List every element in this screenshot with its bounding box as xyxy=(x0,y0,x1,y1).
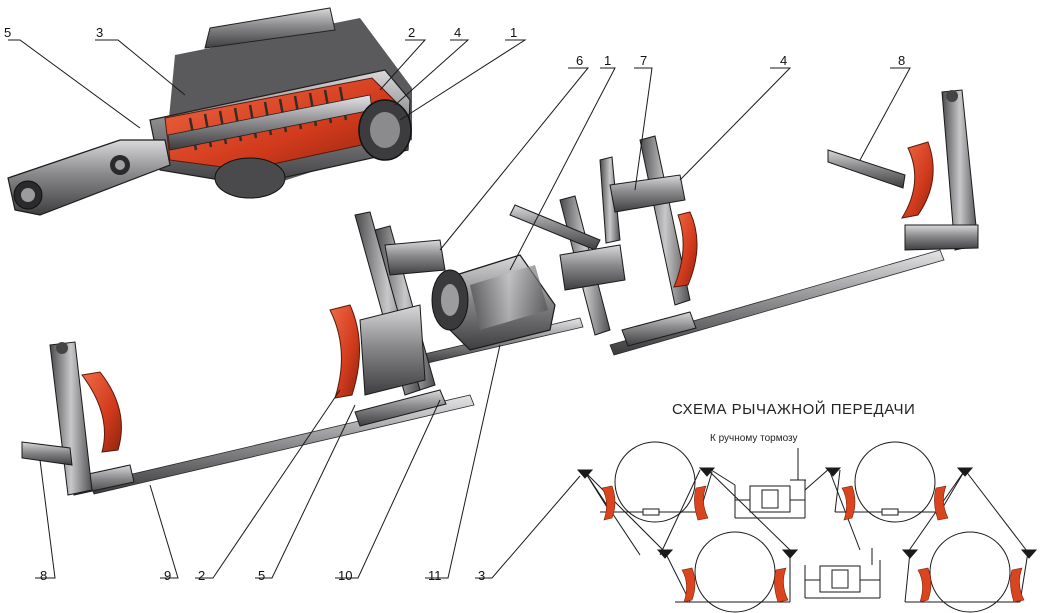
schema-wheel-3 xyxy=(694,531,776,613)
callout-labels: 5 3 2 4 1 6 1 7 4 8 8 9 2 5 10 11 3 xyxy=(4,25,905,583)
brake-shoes xyxy=(81,141,934,453)
callout-11-bottom: 11 xyxy=(428,568,442,583)
leader-lines xyxy=(8,39,911,579)
callout-2-bottom: 2 xyxy=(198,568,205,583)
left-vertical-levers xyxy=(354,211,446,396)
callout-9-bottom: 9 xyxy=(164,568,171,583)
callout-1-top: 1 xyxy=(510,25,517,40)
callout-2-top: 2 xyxy=(408,25,415,40)
callout-5-top: 5 xyxy=(4,25,11,40)
callout-3-top: 3 xyxy=(96,25,103,40)
hand-brake-note: К ручному тормозу xyxy=(710,433,798,444)
callout-10-bottom: 10 xyxy=(338,568,352,583)
callout-8-top: 8 xyxy=(898,53,905,68)
callout-7-top: 7 xyxy=(640,53,647,68)
cutaway-slack-adjuster xyxy=(7,7,412,216)
schema-wheel-2 xyxy=(854,441,936,523)
callout-3-bottom: 3 xyxy=(478,568,485,583)
right-end-bracket xyxy=(827,89,979,251)
callout-6-top: 6 xyxy=(576,53,583,68)
schema-wheel-4 xyxy=(929,531,1011,613)
left-end-bracket xyxy=(21,341,93,496)
schema-wheel-1 xyxy=(614,441,696,523)
schema-title: СХЕМА РЫЧАЖНОЙ ПЕРЕДАЧИ xyxy=(672,400,915,418)
callout-1b-top: 1 xyxy=(604,53,611,68)
brake-cylinder xyxy=(431,254,556,351)
callout-4b-top: 4 xyxy=(780,53,787,68)
callout-4-top: 4 xyxy=(454,25,461,40)
right-vertical-levers xyxy=(509,135,691,336)
linkage-schema: СХЕМА РЫЧАЖНОЙ ПЕРЕДАЧИ К ручному тормоз… xyxy=(576,400,1038,613)
callout-8-bottom: 8 xyxy=(40,568,47,583)
callout-5-bottom: 5 xyxy=(258,568,265,583)
